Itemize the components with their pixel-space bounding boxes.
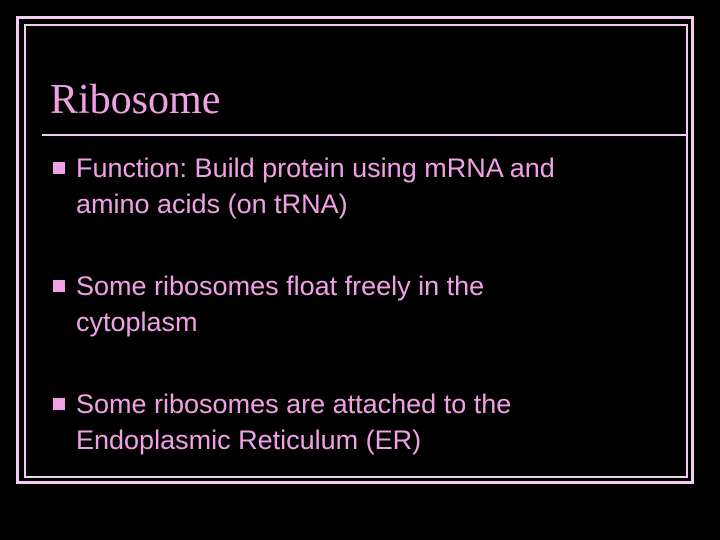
bullet-item-free-ribosomes: Some ribosomes float freely in the cytop… bbox=[50, 268, 670, 340]
bullet-text-line-1: Some ribosomes float freely in the bbox=[76, 271, 485, 301]
square-bullet-icon bbox=[53, 398, 65, 410]
bullet-text-line-1: Function: Build protein using m​RNA and bbox=[76, 153, 555, 183]
square-bullet-icon bbox=[53, 280, 65, 292]
slide-outer-border bbox=[16, 16, 694, 484]
slide-title: Ribosome bbox=[50, 77, 221, 123]
title-divider bbox=[42, 134, 686, 136]
slide-inner-border bbox=[24, 24, 688, 478]
bullet-text-line-1: Some ribosomes are attached to the bbox=[76, 389, 512, 419]
bullet-text-line-2: cytoplasm bbox=[76, 307, 198, 337]
bullet-text-line-2: Endoplasmic Reticulum (ER) bbox=[76, 425, 422, 455]
bullet-list: Function: Build protein using m​RNA and … bbox=[50, 150, 670, 504]
bullet-item-function: Function: Build protein using m​RNA and … bbox=[50, 150, 670, 222]
square-bullet-icon bbox=[53, 162, 65, 174]
bullet-text-line-2: amino acids (on t​RNA) bbox=[76, 189, 348, 219]
bullet-item-attached-ribosomes: Some ribosomes are attached to the Endop… bbox=[50, 386, 670, 458]
